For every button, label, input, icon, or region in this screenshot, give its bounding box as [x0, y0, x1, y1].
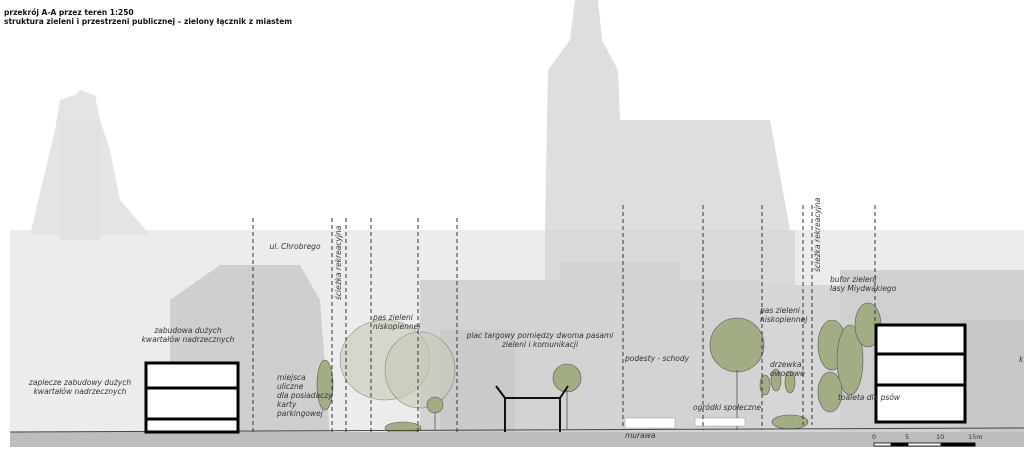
scale-bar: [873, 442, 976, 447]
label-lawn: murawa: [625, 431, 656, 440]
label-path-2: ścieżka rekreacyjna: [813, 197, 822, 272]
label-street: ul. Chrobrego: [269, 242, 321, 251]
section-dividers: [252, 205, 876, 432]
section-title: przekrój A-A przez teren 1:250: [4, 8, 134, 17]
background-buildings: [10, 0, 1024, 435]
building-right: [874, 323, 967, 424]
scale-tick-10: 10: [936, 433, 945, 441]
ground: [10, 432, 1024, 447]
market-pavilion: [495, 385, 569, 432]
label-cut-off: k: [1019, 355, 1024, 364]
label-platforms: podesty - schody: [625, 354, 690, 363]
scale-tick-15: 15m: [968, 433, 983, 441]
trees: [316, 302, 882, 435]
label-path-1: ścieżka rekreacyjna: [334, 225, 343, 300]
label-community-gardens: ogródki społeczne: [693, 403, 762, 412]
scale-tick-5: 5: [905, 433, 910, 441]
label-dog-toilet: toaleta dla psów: [838, 393, 900, 402]
section-subtitle: struktura zieleni i przestrzeni publiczn…: [4, 17, 293, 26]
building-left: [144, 361, 240, 434]
scale-tick-0: 0: [872, 433, 877, 441]
